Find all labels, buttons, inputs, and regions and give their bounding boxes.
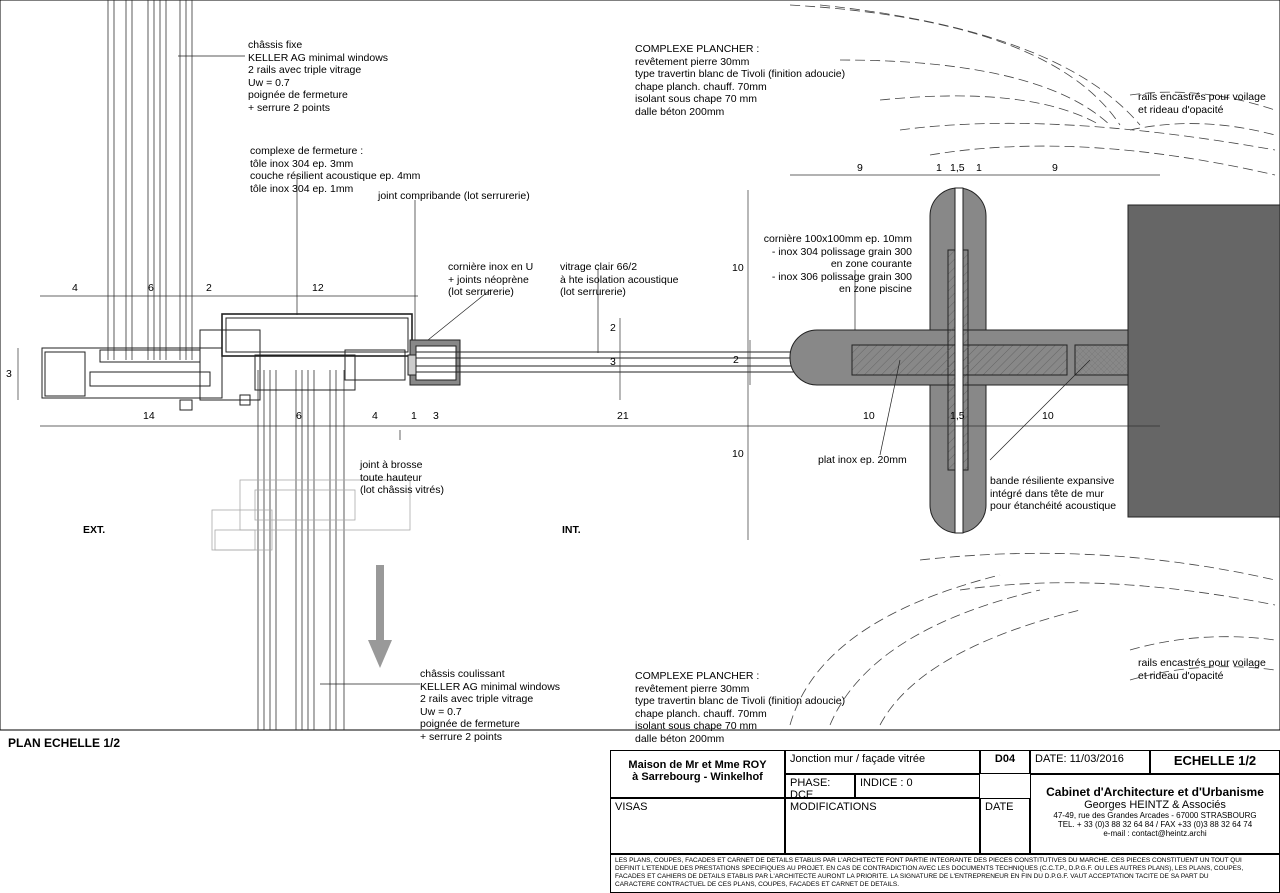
dim-top-2: 2 [206,282,212,294]
scale: ECHELLE 1/2 [1150,750,1280,774]
dim-bottom-5: 21 [617,410,629,422]
label-complexe-fermeture: complexe de fermeture :tôle inox 304 ep.… [250,145,421,195]
dim-vertical-10-bottom: 10 [732,448,744,460]
dim-vertical-2b: 2 [733,354,739,366]
floor-arcs-bottom [789,552,1276,726]
dim-vertical-10-top: 10 [732,262,744,274]
dim-right-top-2: 1,5 [950,162,965,174]
frame-ghost [211,479,411,551]
dim-bottom-3: 1 [411,410,417,422]
leader-lines [178,55,1091,685]
dim-bottom-4: 3 [433,410,439,422]
fixed-chassis-glazing [107,0,193,360]
label-ext: EXT. [83,524,106,536]
dim-top-3: 12 [312,282,324,294]
glazing-section [407,339,850,386]
indice: INDICE : 0 [855,774,980,798]
dim-right-bottom-1: 1,5 [950,410,965,422]
dim-vertical-2a: 2 [610,322,616,334]
dim-right-top-1: 1 [936,162,942,174]
dim-bottom-0: 14 [143,410,155,422]
disclaimer: LES PLANS, COUPES, FACADES ET CARNET DE … [610,854,1280,893]
label-corniere-100: cornière 100x100mm ep. 10mm- inox 304 po… [763,233,912,295]
date-column-header: DATE [980,798,1030,854]
firm-block: Cabinet d'Architecture et d'Urbanisme Ge… [1030,774,1280,854]
label-corniere-u: cornière inox en U+ joints néoprène(lot … [448,261,534,298]
dim-right-bottom-0: 10 [863,410,875,422]
phase: PHASE: DCE [785,774,855,801]
label-joint-compribande: joint compribande (lot serrurerie) [378,190,530,202]
dim-right-bottom-2: 10 [1042,410,1054,422]
label-plancher-top: COMPLEXE PLANCHER :revêtement pierre 30m… [635,43,846,118]
dim-vertical-left: 3 [6,368,12,380]
dim-right-top-3: 1 [976,162,982,174]
label-plat-inox: plat inox ep. 20mm [818,454,907,466]
dim-bottom-1: 6 [296,410,302,422]
label-int: INT. [562,524,581,536]
subject: Jonction mur / façade vitrée [785,750,980,774]
sliding-direction-arrow-icon [368,565,392,668]
corner-post [789,187,1171,534]
visas-header: VISAS [610,798,785,854]
dimension-lines [17,174,1160,540]
sheet-number: D04 [980,750,1030,774]
dim-top-0: 4 [72,282,78,294]
label-plancher-bottom: COMPLEXE PLANCHER :revêtement pierre 30m… [635,670,846,745]
dim-right-top-0: 9 [857,162,863,174]
floor-arcs-top [789,4,1276,176]
dim-right-top-4: 9 [1052,162,1058,174]
wall-block [1127,204,1280,518]
dim-bottom-2: 4 [372,410,378,422]
modifications-header: MODIFICATIONS [785,798,980,854]
dim-vertical-3: 3 [610,356,616,368]
dim-top-1: 6 [148,282,154,294]
frame-section [41,313,413,411]
date: DATE: 11/03/2016 [1030,750,1150,774]
plan-title: PLAN ECHELLE 1/2 [8,736,121,750]
